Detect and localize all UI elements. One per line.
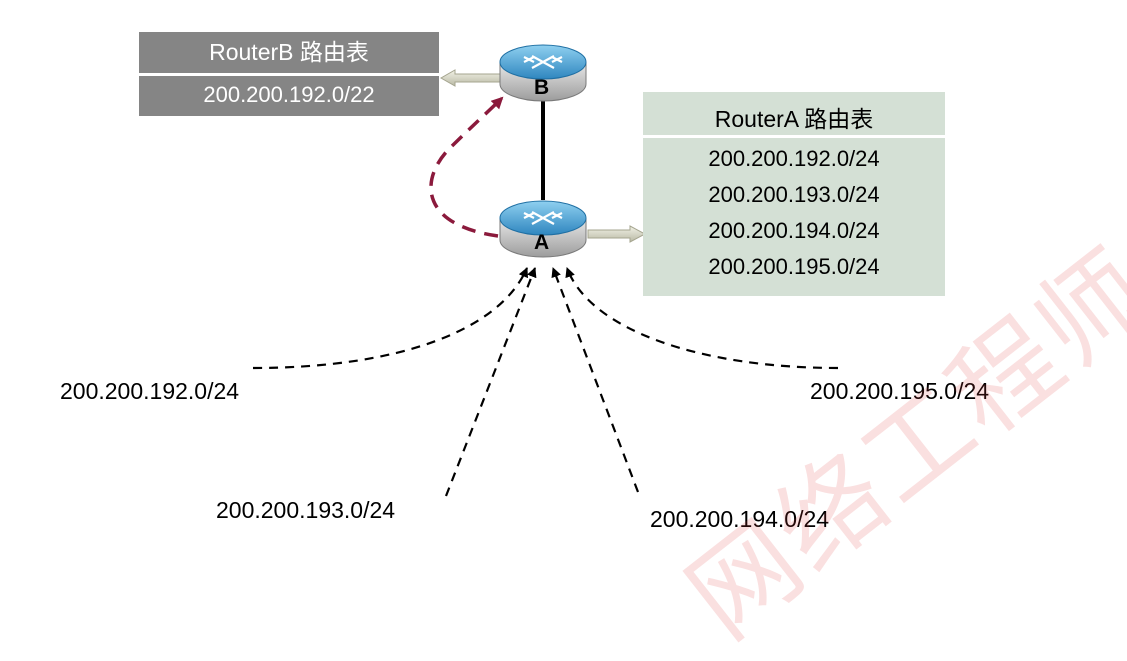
- router-b-label: B: [534, 76, 550, 99]
- network-label-194: 200.200.194.0/24: [650, 506, 830, 532]
- network-arrow-193: [444, 267, 537, 497]
- network-diagram: [252, 44, 839, 497]
- router-a-table-entry: 200.200.195.0/24: [708, 254, 880, 279]
- network-label-193: 200.200.193.0/24: [216, 497, 396, 523]
- table-divider: [643, 135, 945, 138]
- router-b-table-arrow: [439, 69, 501, 87]
- network-label-195: 200.200.195.0/24: [810, 378, 990, 404]
- summary-advertisement-arrow: [429, 96, 504, 238]
- router-a-label: A: [534, 231, 550, 254]
- router-b-icon: [499, 44, 587, 102]
- network-label-192: 200.200.192.0/24: [60, 378, 240, 404]
- network-arrow-194: [551, 267, 640, 493]
- router-b-table-entry: 200.200.192.0/22: [203, 82, 375, 107]
- router-a-table-entry: 200.200.194.0/24: [708, 218, 880, 243]
- router-a-table-title: RouterA 路由表: [714, 106, 874, 132]
- table-divider: [139, 73, 439, 76]
- network-arrow-192: [252, 267, 529, 370]
- network-arrow-195: [565, 267, 839, 370]
- router-a-table-arrow: [587, 225, 647, 243]
- router-b-routing-table: RouterB 路由表 200.200.192.0/22: [139, 32, 439, 116]
- router-a-routing-table: RouterA 路由表 200.200.192.0/24 200.200.193…: [643, 92, 945, 296]
- router-a-icon: [499, 200, 587, 258]
- router-b-table-title: RouterB 路由表: [209, 39, 369, 65]
- router-a-table-entry: 200.200.192.0/24: [708, 146, 880, 171]
- router-a-table-entry: 200.200.193.0/24: [708, 182, 880, 207]
